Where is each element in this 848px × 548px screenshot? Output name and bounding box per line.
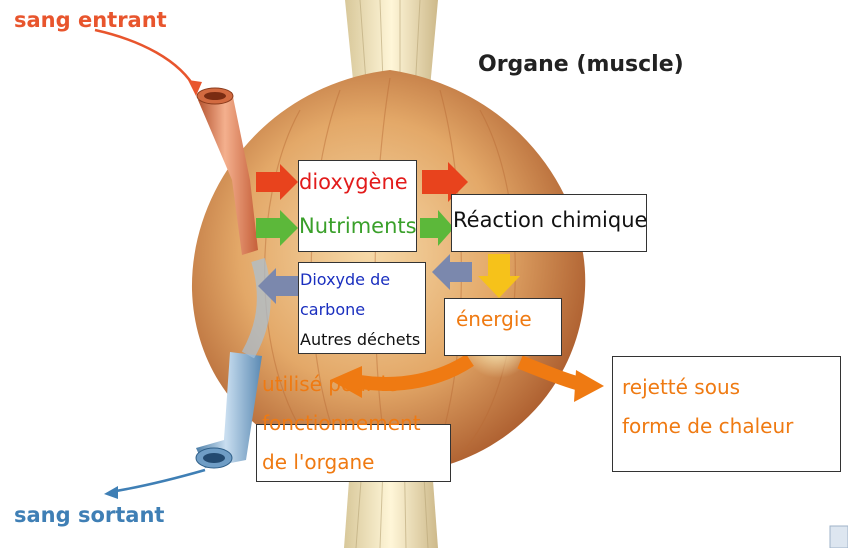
blood-out-arrow — [109, 468, 206, 494]
co2-label-line2: carbone — [300, 300, 366, 319]
energy-box — [444, 298, 562, 356]
oxygen-label: dioxygène — [299, 170, 408, 194]
nutrient-arrow-out — [420, 210, 454, 246]
nutrient-arrow-in — [256, 210, 298, 246]
heat-box — [612, 356, 841, 472]
use-box — [256, 424, 451, 482]
oxygen-arrow-out — [422, 162, 468, 202]
diagram-title: Organe (muscle) — [478, 52, 684, 77]
blood-in-arrow — [94, 28, 198, 91]
reaction-label: Réaction chimique — [453, 208, 648, 232]
vessel-in — [198, 92, 258, 255]
use-label-line2: fonctionnement — [262, 411, 421, 435]
co2-label-line1: Dioxyde de — [300, 270, 391, 289]
heat-label-line2: forme de chaleur — [622, 414, 794, 438]
oxygen-arrow-in — [256, 164, 298, 200]
use-label-line3: de l'organe — [262, 450, 375, 474]
co2-arrow-out — [258, 268, 298, 304]
vessel-out — [196, 352, 262, 468]
reaction-box — [451, 194, 647, 252]
nutrients-label: Nutriments — [299, 214, 417, 238]
use-label-line1: utilisé pour le — [262, 372, 399, 396]
blood-out-label: sang sortant — [14, 503, 165, 527]
co2-arrow-in — [432, 254, 472, 290]
use-arrow — [358, 354, 474, 391]
blood-in-label: sang entrant — [14, 8, 167, 32]
energy-arrow — [478, 254, 520, 298]
waste-label: Autres déchets — [300, 330, 421, 349]
heat-label-line1: rejetté sous — [622, 375, 741, 399]
energy-label: énergie — [456, 307, 532, 331]
inputs-box — [298, 160, 417, 252]
outputs-box — [298, 262, 426, 354]
